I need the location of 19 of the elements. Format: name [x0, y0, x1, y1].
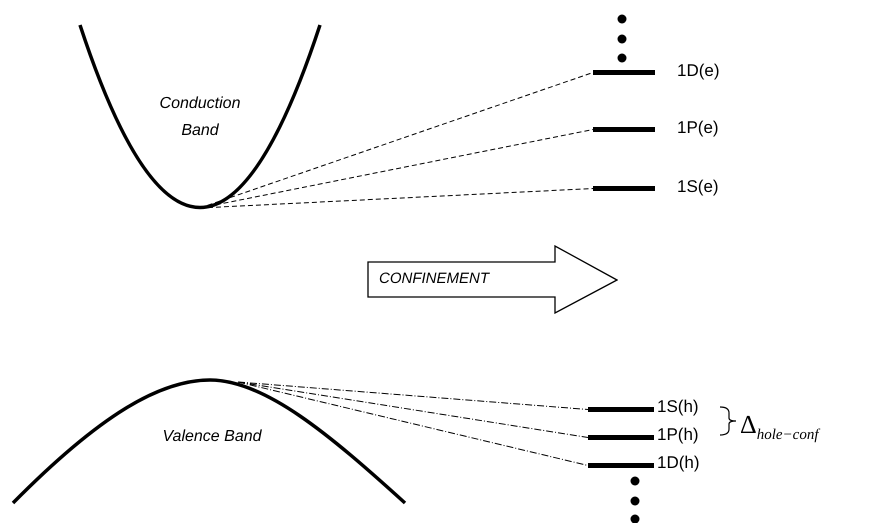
delta-symbol-label: Δ$_{hole−conf}$ — [740, 410, 819, 444]
connector-line — [238, 382, 588, 438]
level-label: 1D(e) — [677, 61, 720, 81]
energy-level-bar — [588, 407, 654, 412]
band-label: Conduction Band — [158, 94, 242, 141]
level-label: 1P(e) — [677, 118, 719, 138]
energy-level-bar — [588, 435, 654, 440]
level-label: 1D(h) — [657, 453, 700, 473]
connector-line — [238, 382, 588, 410]
energy-level-bar — [593, 186, 655, 191]
confinement-label: CONFINEMENT — [379, 269, 489, 289]
level-label: 1P(h) — [657, 425, 699, 445]
level-label: 1S(e) — [677, 177, 719, 197]
energy-level-bar — [588, 463, 654, 468]
energy-level-bar — [593, 70, 655, 75]
energy-level-bar — [593, 127, 655, 132]
band-label: Valence Band — [162, 427, 262, 447]
level-label: 1S(h) — [657, 397, 699, 417]
connector-line — [238, 382, 588, 466]
